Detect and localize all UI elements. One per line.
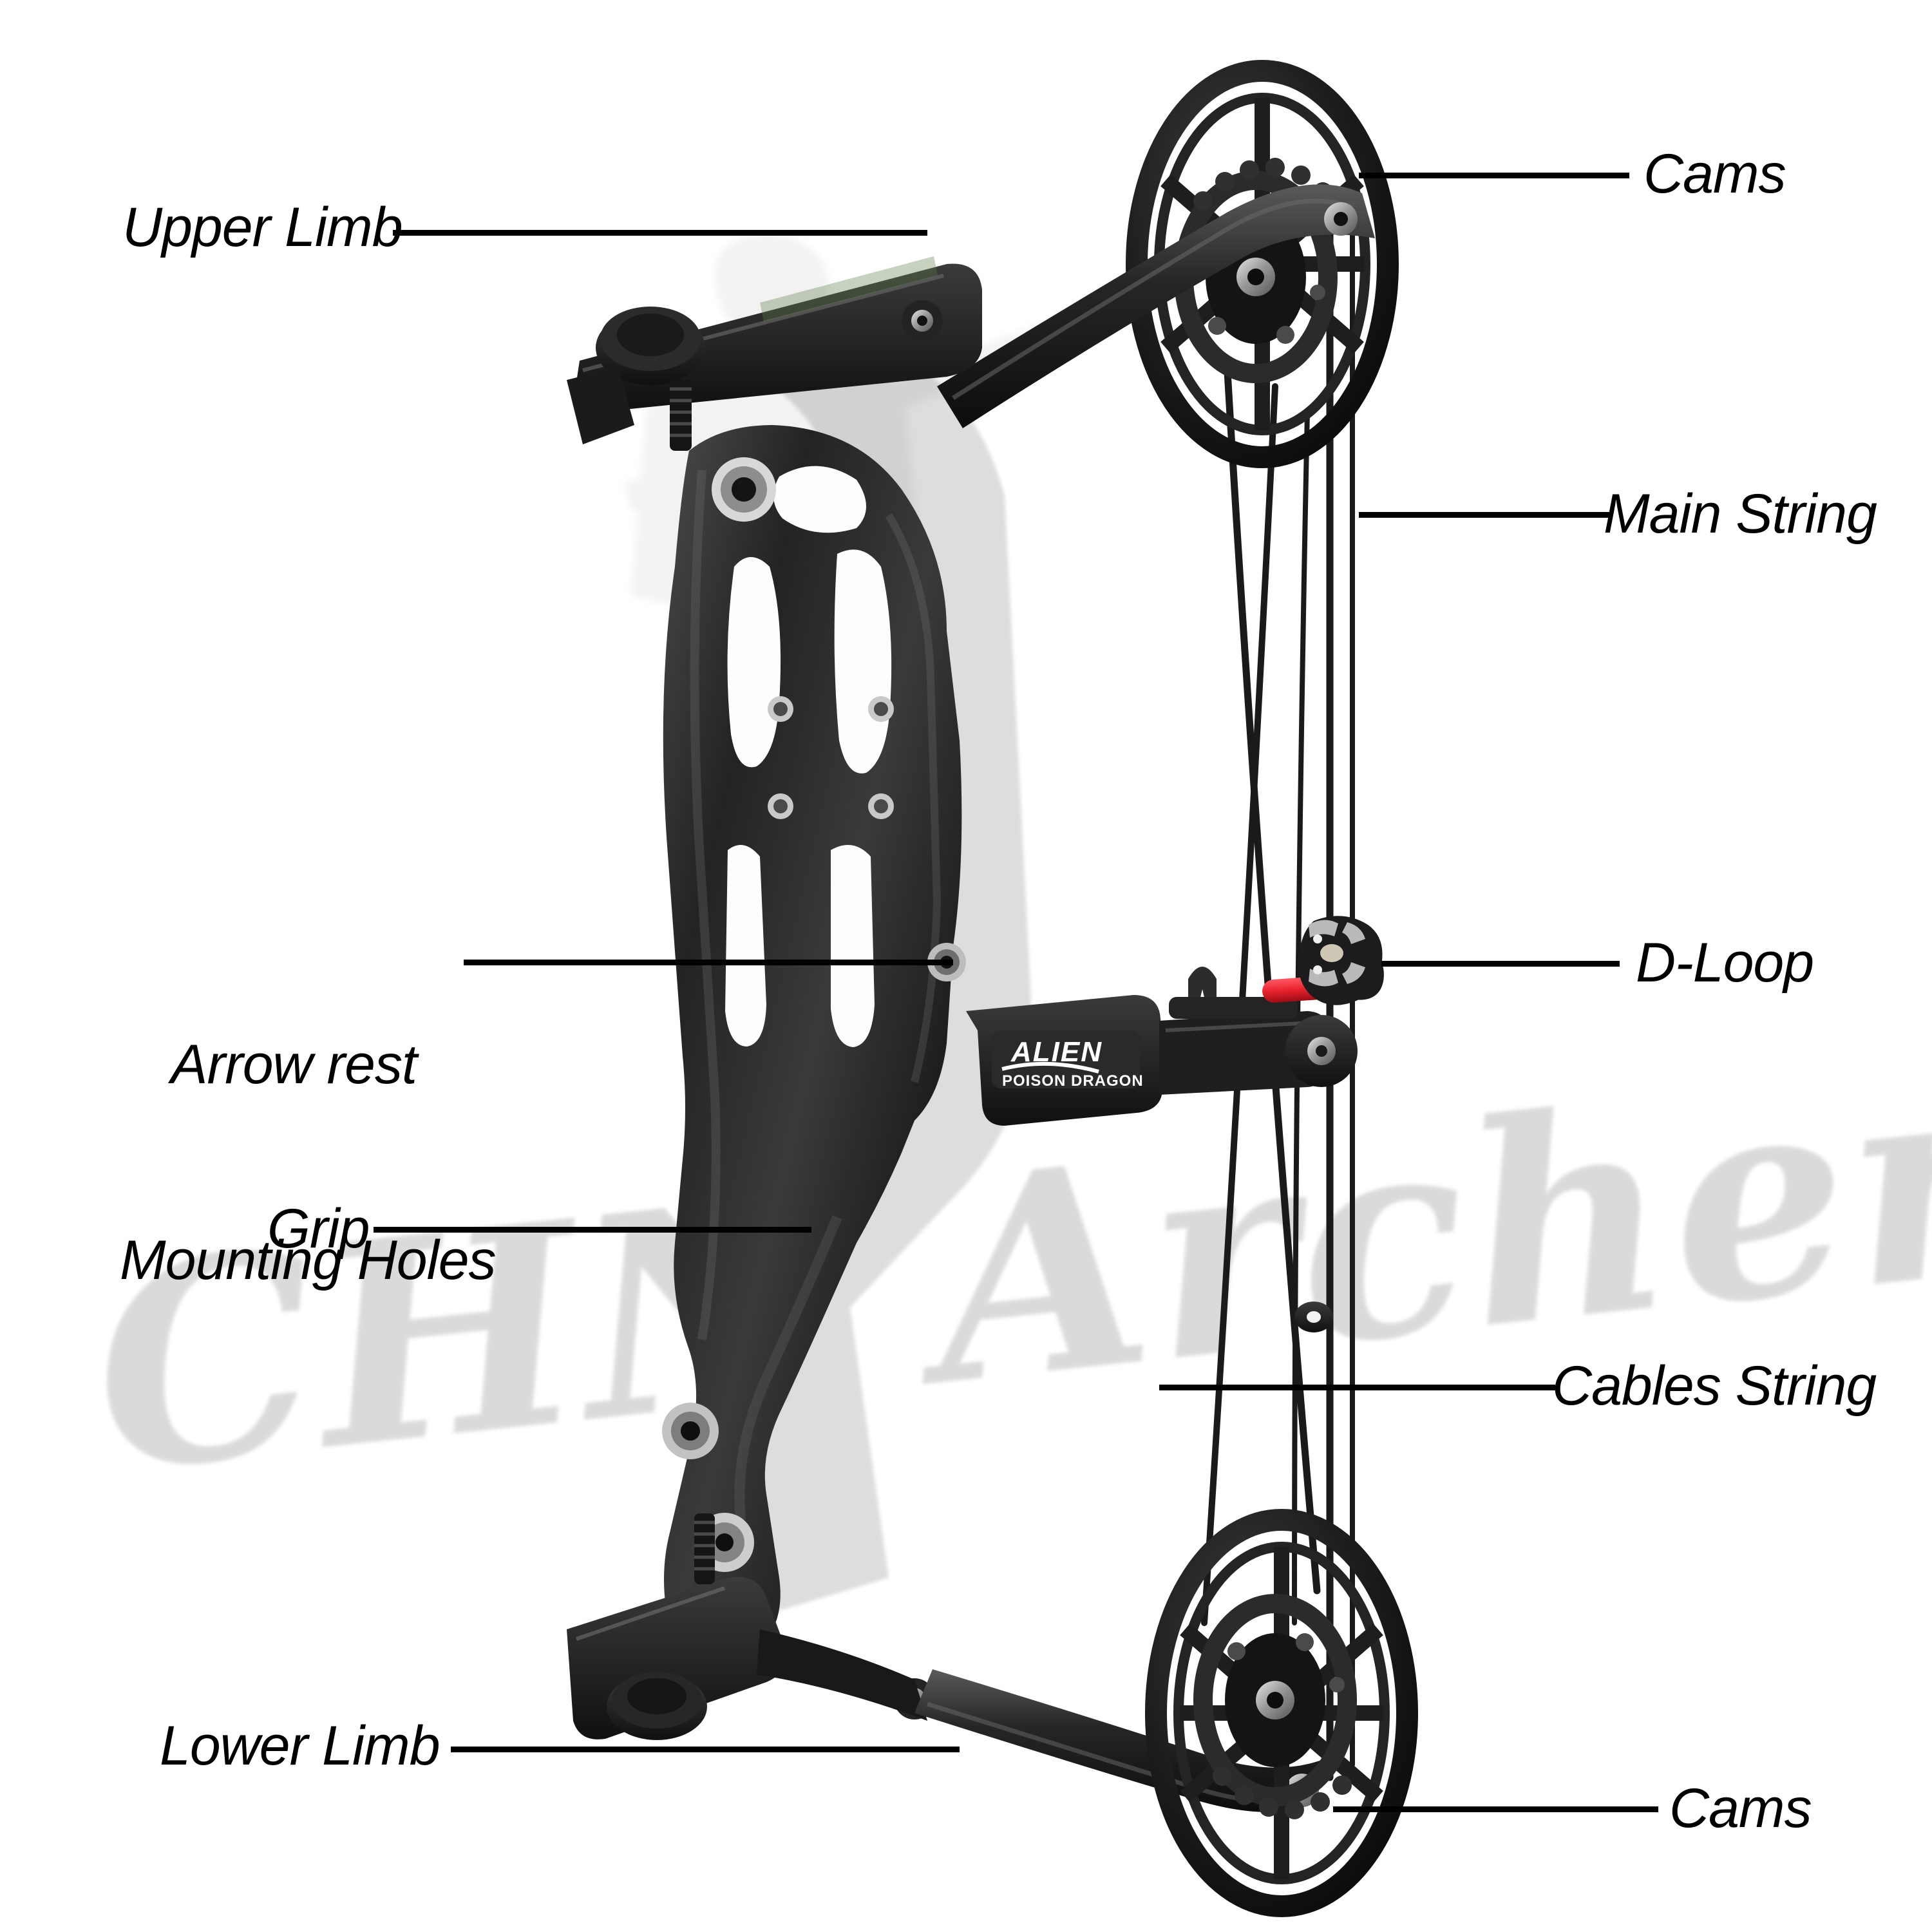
- svg-text:POISON DRAGON: POISON DRAGON: [1002, 1072, 1144, 1090]
- upper-limb: [937, 184, 1375, 428]
- label-cams-bottom: Cams: [1669, 1777, 1812, 1839]
- leader-line-grip: [374, 1227, 811, 1233]
- label-grip: Grip: [267, 1198, 370, 1260]
- leader-line-main-string: [1359, 512, 1610, 518]
- d-loop-nock: [1298, 916, 1384, 1005]
- leader-line-cams-top: [1359, 173, 1629, 178]
- upper-limb-pocket: [567, 256, 982, 451]
- label-main-string: Main String: [1604, 483, 1877, 545]
- stabilizer-bushing: [662, 1403, 719, 1459]
- leader-line-arrow-rest: [464, 960, 953, 965]
- label-arrow-rest-mounting-holes: Arrow rest Mounting Holes: [120, 902, 497, 1425]
- leader-line-cams-bottom: [1333, 1806, 1658, 1812]
- arrow-rest-assembly: ALIEN POISON DRAGON: [966, 967, 1358, 1126]
- lower-limb-pocket: [567, 1513, 935, 1740]
- label-arrow-rest-line2: Mounting Holes: [120, 1229, 497, 1292]
- riser-bolts: [768, 696, 894, 819]
- label-cams-top: Cams: [1643, 143, 1786, 205]
- riser-body: [662, 425, 966, 1684]
- lower-cam-assembly: [1145, 1509, 1418, 1917]
- cable-slide: [1294, 1302, 1333, 1332]
- leader-line-lower-limb: [451, 1747, 960, 1752]
- leader-line-cables-string: [1159, 1385, 1555, 1390]
- label-arrow-rest-line1: Arrow rest: [171, 1033, 417, 1095]
- leader-line-upper-limb: [393, 230, 927, 236]
- label-upper-limb: Upper Limb: [122, 196, 403, 258]
- label-d-loop: D-Loop: [1636, 932, 1814, 994]
- label-lower-limb: Lower Limb: [160, 1715, 440, 1777]
- label-cables-string: Cables String: [1552, 1355, 1877, 1417]
- leader-line-d-loop: [1381, 961, 1620, 967]
